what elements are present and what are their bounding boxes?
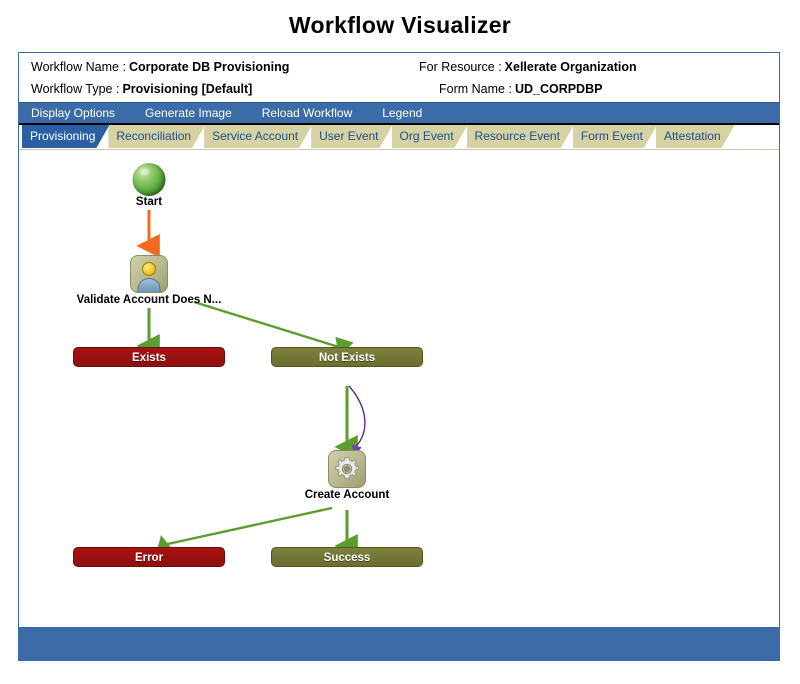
tab-reconciliation[interactable]: Reconciliation: [108, 125, 205, 148]
form-name-value: UD_CORPDBP: [514, 82, 603, 96]
workflow-name-row: Workflow Name :Corporate DB Provisioning: [31, 55, 289, 79]
gear-icon: [333, 455, 361, 483]
person-body-icon: [137, 278, 161, 292]
workflow-connectors: [136, 210, 366, 558]
footer-bar: [19, 627, 779, 660]
edge-validate-to-not-exists: [193, 300, 354, 358]
tab-resource-event[interactable]: Resource Event: [467, 125, 574, 148]
workflow-canvas[interactable]: Start Validate Account Does N... Exists …: [19, 150, 779, 630]
form-name-label: Form Name :: [439, 82, 512, 96]
workflow-type-row: Workflow Type :Provisioning [Default]: [31, 77, 252, 101]
workflow-type-value: Provisioning [Default]: [122, 82, 253, 96]
menu-item-generate-image[interactable]: Generate Image: [145, 106, 232, 120]
menu-item-reload-workflow[interactable]: Reload Workflow: [261, 106, 353, 120]
node-validate-account-label: Validate Account Does N...: [76, 294, 222, 306]
node-create-account-label: Create Account: [304, 489, 390, 501]
form-name-row: Form Name :UD_CORPDBP: [439, 77, 602, 101]
person-head-icon: [142, 262, 156, 276]
tab-service-account[interactable]: Service Account: [204, 125, 312, 148]
node-start-label: Start: [135, 196, 163, 208]
tab-strip: Provisioning Reconciliation Service Acco…: [19, 125, 779, 150]
tab-org-event[interactable]: Org Event: [392, 125, 468, 148]
menu-item-display-options[interactable]: Display Options: [31, 106, 116, 120]
node-exists[interactable]: Exists: [73, 347, 225, 367]
user-icon-tile: [130, 255, 168, 293]
tab-form-event[interactable]: Form Event: [573, 125, 657, 148]
page-title: Workflow Visualizer: [288, 12, 512, 38]
tab-attestation[interactable]: Attestation: [656, 125, 735, 148]
for-resource-value: Xellerate Organization: [504, 60, 637, 74]
menu-bar: Display Options Generate Image Reload Wo…: [19, 102, 779, 125]
gear-icon-tile: [328, 450, 366, 488]
workflow-type-label: Workflow Type :: [31, 82, 120, 96]
node-error[interactable]: Error: [73, 547, 225, 567]
for-resource-label: For Resource :: [419, 60, 502, 74]
workflow-name-label: Workflow Name :: [31, 60, 126, 74]
edge-create-to-error: [155, 506, 333, 556]
node-not-exists[interactable]: Not Exists: [271, 347, 423, 367]
tab-provisioning[interactable]: Provisioning: [22, 125, 109, 148]
node-success[interactable]: Success: [271, 547, 423, 567]
workflow-name-value: Corporate DB Provisioning: [128, 60, 290, 74]
tab-user-event[interactable]: User Event: [311, 125, 392, 148]
for-resource-row: For Resource :Xellerate Organization: [419, 55, 637, 79]
edge-not-exists-to-create-purple: [348, 385, 366, 455]
workflow-visualizer-panel: Workflow Name :Corporate DB Provisioning…: [18, 52, 780, 661]
menu-item-legend[interactable]: Legend: [382, 106, 423, 120]
workflow-info-header: Workflow Name :Corporate DB Provisioning…: [19, 53, 779, 102]
start-sphere-icon: [132, 163, 166, 196]
